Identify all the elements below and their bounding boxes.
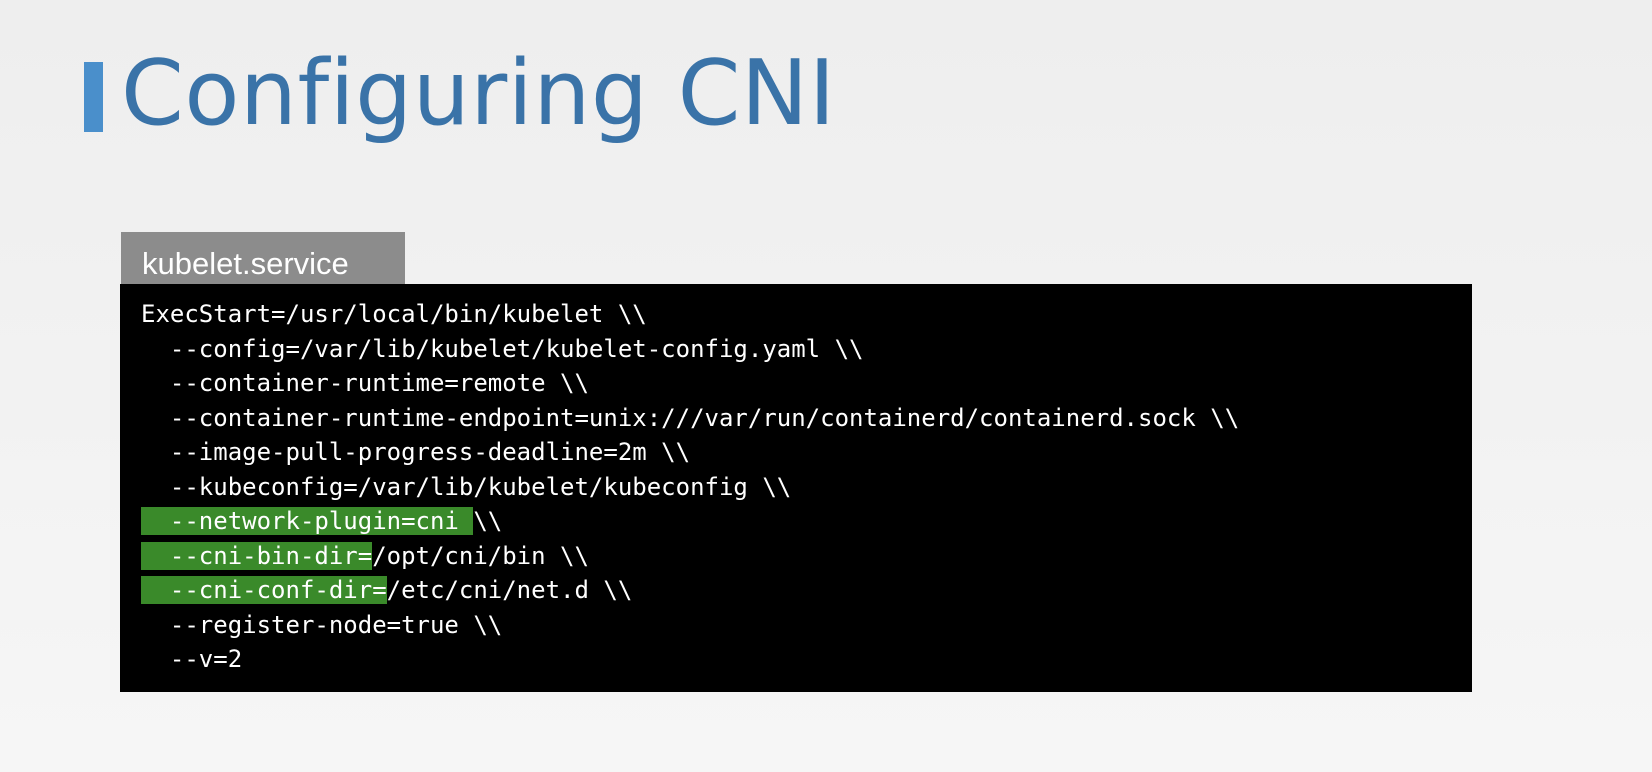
code-text: /etc/cni/net.d \\: [386, 576, 633, 604]
code-text: --v=2: [141, 645, 243, 673]
code-line: ExecStart=/usr/local/bin/kubelet \\: [120, 297, 1472, 332]
code-text: ExecStart=/usr/local/bin/kubelet \\: [141, 300, 647, 328]
slide-title: Configuring CNI: [121, 41, 836, 146]
code-highlight: --cni-conf-dir=: [141, 576, 387, 604]
code-line-cni-conf-dir: --cni-conf-dir=/etc/cni/net.d \\: [120, 573, 1472, 608]
file-name-tab: kubelet.service: [121, 232, 405, 284]
code-line: --container-runtime=remote \\: [120, 366, 1472, 401]
code-line: --kubeconfig=/var/lib/kubelet/kubeconfig…: [120, 470, 1472, 505]
code-text: \\: [473, 507, 503, 535]
code-line-cni-bin-dir: --cni-bin-dir=/opt/cni/bin \\: [120, 539, 1472, 574]
code-text: --image-pull-progress-deadline=2m \\: [141, 438, 691, 466]
code-line: --register-node=true \\: [120, 608, 1472, 643]
code-line: --config=/var/lib/kubelet/kubelet-config…: [120, 332, 1472, 367]
code-highlight: --network-plugin=cni: [141, 507, 474, 535]
code-line-network-plugin: --network-plugin=cni \\: [120, 504, 1472, 539]
code-line: --v=2: [120, 642, 1472, 677]
code-line: --container-runtime-endpoint=unix:///var…: [120, 401, 1472, 436]
title-accent-bar: [84, 62, 103, 132]
code-highlight: --cni-bin-dir=: [141, 541, 373, 570]
code-text: /opt/cni/bin \\: [372, 541, 589, 570]
code-text: --container-runtime-endpoint=unix:///var…: [141, 403, 1240, 432]
code-text: --kubeconfig=/var/lib/kubelet/kubeconfig…: [141, 472, 792, 501]
code-text: --register-node=true \\: [141, 610, 503, 639]
code-text: --container-runtime=remote \\: [141, 369, 589, 397]
code-line: --image-pull-progress-deadline=2m \\: [120, 435, 1472, 470]
code-block: ExecStart=/usr/local/bin/kubelet \\ --co…: [120, 284, 1472, 692]
code-text: --config=/var/lib/kubelet/kubelet-config…: [141, 334, 864, 363]
